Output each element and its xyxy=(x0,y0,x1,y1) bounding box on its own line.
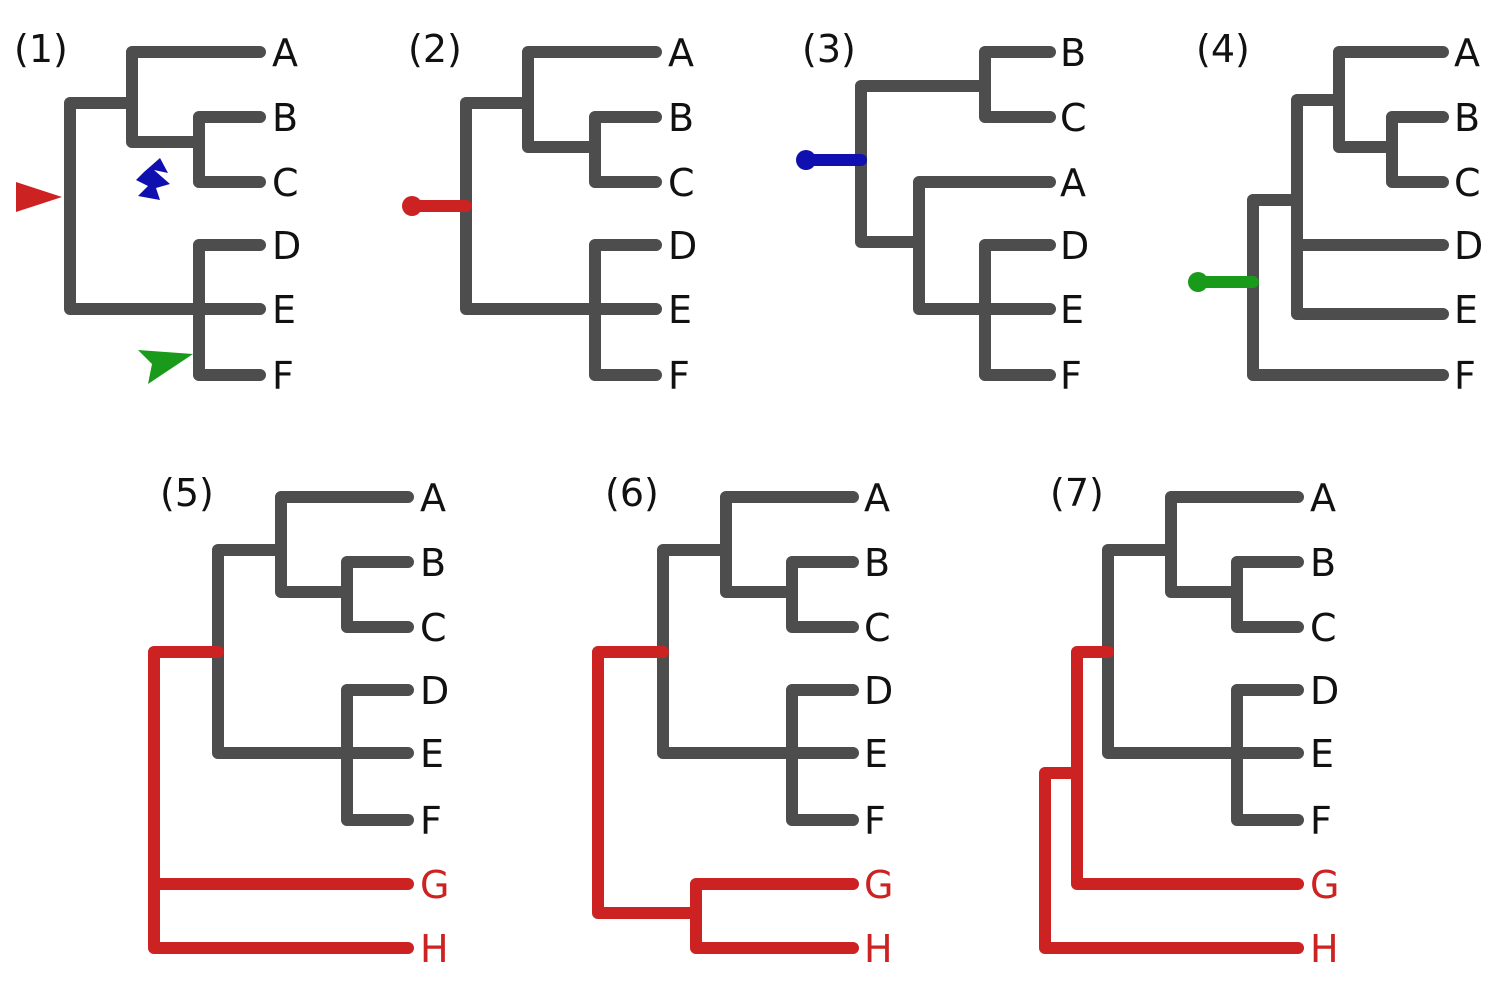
panel-6-label: (6) xyxy=(605,471,659,515)
panel-5-tip-8: H xyxy=(420,927,449,971)
panel-4-branches xyxy=(1247,46,1449,381)
panel-1-blue-arrow-icon xyxy=(136,158,170,200)
panel-2-tip-5: E xyxy=(668,288,692,332)
panel-7: (7) A B C D E F G H xyxy=(1039,471,1339,971)
panel-6-outgroup-branches xyxy=(592,646,859,954)
panel-2-root-red-dot xyxy=(402,196,422,216)
panel-5-tip-5: E xyxy=(420,732,444,776)
panel-6-tip-8: H xyxy=(864,927,893,971)
panel-4-label: (4) xyxy=(1196,27,1250,71)
panel-6-tip-4: D xyxy=(864,669,893,713)
panel-7-tip-4: D xyxy=(1310,669,1339,713)
panel-1-tip-5: E xyxy=(272,288,296,332)
panel-6-tip-3: C xyxy=(864,606,891,650)
panel-6-tip-6: F xyxy=(864,799,886,843)
panel-7-tip-3: C xyxy=(1310,606,1337,650)
panel-1-tip-1: A xyxy=(272,31,298,75)
panel-2-tip-4: D xyxy=(668,224,697,268)
panel-4-root-green-dot xyxy=(1188,272,1208,292)
panel-7-tip-2: B xyxy=(1310,541,1336,585)
panel-3-tip-6: F xyxy=(1060,354,1082,398)
panel-2-branches xyxy=(460,46,662,381)
panel-2-tip-3: C xyxy=(668,161,695,205)
panel-2-tip-6: F xyxy=(668,354,690,398)
panel-3-tip-2: C xyxy=(1060,96,1087,140)
panel-5-tip-7: G xyxy=(420,863,449,907)
panel-3-tip-1: B xyxy=(1060,31,1086,75)
panel-7-tip-5: E xyxy=(1310,732,1334,776)
panel-5-tip-6: F xyxy=(420,799,442,843)
panel-5-label: (5) xyxy=(160,471,214,515)
panel-1-root-red-arrow-icon xyxy=(16,182,62,212)
panel-3-label: (3) xyxy=(802,27,856,71)
panel-1-green-arrow-icon xyxy=(138,350,193,384)
panel-1: (1) A B C D E F xyxy=(14,27,301,398)
panel-1-tip-6: F xyxy=(272,354,294,398)
panel-4: (4) A B C D E F xyxy=(1188,27,1483,398)
panel-2-tip-1: A xyxy=(668,31,694,75)
panel-7-tip-8: H xyxy=(1310,927,1339,971)
panel-5: (5) A B C D E F G H xyxy=(148,471,449,971)
panel-3-tip-3: A xyxy=(1060,161,1086,205)
panel-2-tip-2: B xyxy=(668,96,694,140)
panel-1-tip-3: C xyxy=(272,161,299,205)
panel-3: (3) B C A D E F xyxy=(796,27,1089,398)
panel-2-label: (2) xyxy=(408,27,462,71)
panel-4-tip-1: A xyxy=(1454,31,1480,75)
panel-7-tip-6: F xyxy=(1310,799,1332,843)
panel-1-tip-4: D xyxy=(272,224,301,268)
panel-4-tip-4: D xyxy=(1454,224,1483,268)
panel-1-tip-2: B xyxy=(272,96,298,140)
panel-6-tip-5: E xyxy=(864,732,888,776)
panel-4-tip-6: F xyxy=(1454,354,1476,398)
panel-5-tip-4: D xyxy=(420,669,449,713)
panel-5-outgroup-branches xyxy=(148,646,414,954)
panel-3-branches xyxy=(855,46,1056,381)
panel-7-outgroup-branches xyxy=(1039,646,1304,954)
panel-6-tip-2: B xyxy=(864,541,890,585)
panel-3-root-blue-dot xyxy=(796,150,816,170)
panel-7-branches xyxy=(1102,491,1304,826)
panel-6-tip-7: G xyxy=(864,863,893,907)
panel-5-branches xyxy=(212,491,414,826)
panel-5-tip-3: C xyxy=(420,606,447,650)
panel-5-tip-1: A xyxy=(420,476,446,520)
panel-3-tip-4: D xyxy=(1060,224,1089,268)
panel-1-branches xyxy=(64,46,266,381)
panel-7-label: (7) xyxy=(1050,471,1104,515)
panel-4-tip-2: B xyxy=(1454,96,1480,140)
panel-6-tip-1: A xyxy=(864,476,890,520)
panel-2: (2) A B C D E F xyxy=(402,27,697,398)
panel-4-tip-3: C xyxy=(1454,161,1481,205)
panel-7-tip-1: A xyxy=(1310,476,1336,520)
panel-7-tip-7: G xyxy=(1310,863,1339,907)
panel-5-tip-2: B xyxy=(420,541,446,585)
panel-4-tip-5: E xyxy=(1454,288,1478,332)
panel-6: (6) A B C D E F G H xyxy=(592,471,893,971)
panel-3-tip-5: E xyxy=(1060,288,1084,332)
panel-6-branches xyxy=(657,491,859,826)
panel-1-label: (1) xyxy=(14,27,68,71)
